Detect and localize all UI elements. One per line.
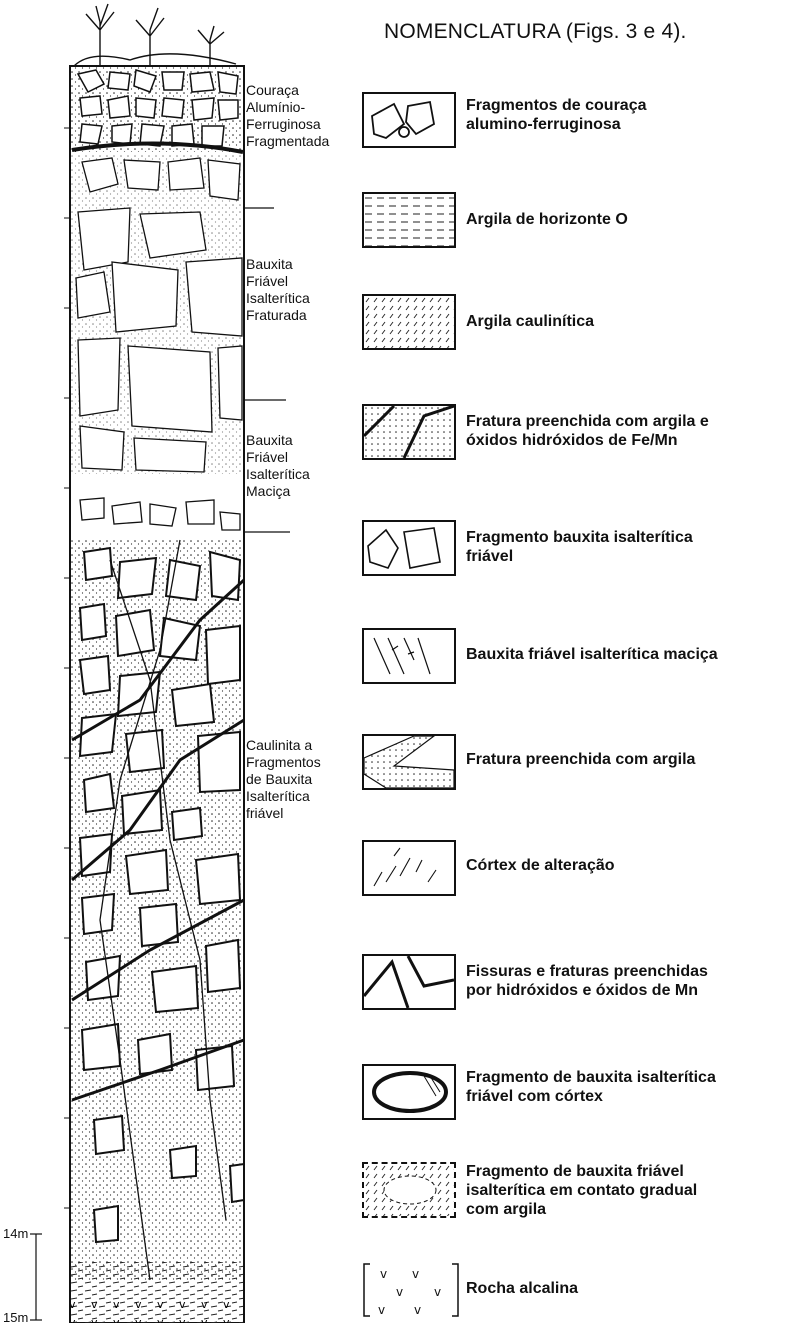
legend-label-2: Argila de horizonte O: [466, 210, 628, 229]
legend-label-12: Rocha alcalina: [466, 1279, 578, 1298]
bauxite-fragment-icon: [362, 520, 456, 576]
svg-text:v: v: [414, 1303, 421, 1317]
horizon-label-cuirass: Couraça Alumínio- Ferruginosa Fragmentad…: [246, 82, 329, 150]
scale-label-top: 14m: [3, 1226, 28, 1241]
soil-profile-column: v: [0, 0, 360, 1323]
legend-label-1: Fragmentos de couraça alumino-ferruginos…: [466, 96, 647, 134]
massive-bauxite-icon: [362, 628, 456, 684]
fe-mn-fracture-icon: [362, 404, 456, 460]
svg-text:v: v: [396, 1285, 403, 1299]
cortex-fragment-icon: [362, 1064, 456, 1120]
svg-text:v: v: [412, 1267, 419, 1281]
legend-label-7: Fratura preenchida com argila: [466, 750, 695, 769]
svg-text:v: v: [434, 1285, 441, 1299]
cuirass-fragments-icon: [362, 92, 456, 148]
mn-fissures-icon: [362, 954, 456, 1010]
svg-text:v: v: [380, 1267, 387, 1281]
o-horizon-clay-icon: [362, 192, 456, 248]
legend-label-10: Fragmento de bauxita isalterítica friáve…: [466, 1068, 716, 1106]
kaolinitic-clay-icon: [362, 294, 456, 350]
legend-label-3: Argila caulinítica: [466, 312, 594, 331]
legend-label-5: Fragmento bauxita isalterítica friável: [466, 528, 693, 566]
horizon-label-kaolinite: Caulinita a Fragmentos de Bauxita Isalte…: [246, 737, 321, 822]
legend-label-8: Córtex de alteração: [466, 856, 615, 875]
vegetation-icon: [74, 4, 236, 66]
svg-text:v: v: [378, 1303, 385, 1317]
gradual-contact-fragment-icon: [362, 1162, 456, 1218]
legend-label-6: Bauxita friável isalterítica maciça: [466, 645, 718, 664]
horizon-label-massive-bauxite: Bauxita Friável Isalterítica Maciça: [246, 432, 310, 500]
scale-bar: [30, 1234, 42, 1320]
legend-label-4: Fratura preenchida com argila e óxidos h…: [466, 412, 709, 450]
legend-title: NOMENCLATURA (Figs. 3 e 4).: [384, 20, 687, 44]
legend-label-11: Fragmento de bauxita friável isalterític…: [466, 1162, 697, 1219]
horizon-label-fractured-bauxite: Bauxita Friável Isalterítica Fraturada: [246, 256, 310, 324]
alteration-cortex-icon: [362, 840, 456, 896]
legend-label-9: Fissuras e fraturas preenchidas por hidr…: [466, 962, 708, 1000]
clay-fracture-icon: [362, 734, 456, 790]
